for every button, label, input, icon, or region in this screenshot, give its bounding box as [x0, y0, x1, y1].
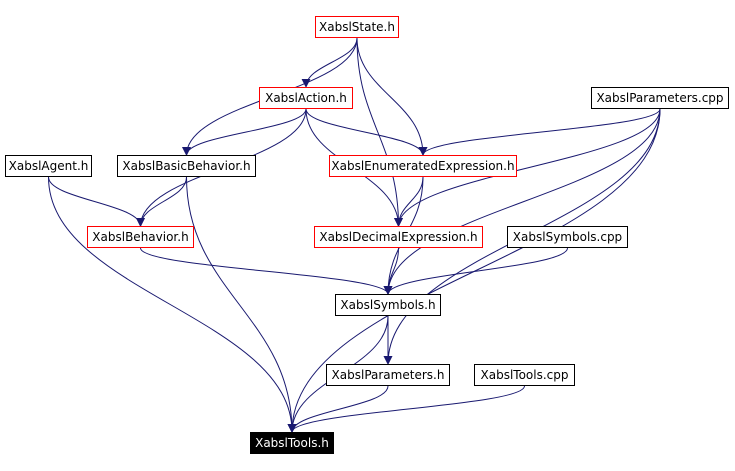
node-label: XabslState.h [319, 20, 395, 34]
edge-xabsl-agent-h-to-xabsl-behavior-h [48, 176, 145, 227]
node-xabsl-agent-h[interactable]: XabslAgent.h [5, 155, 92, 177]
edge-xabsl-tools-cpp-to-xabsl-tools-h [287, 385, 525, 433]
edge-xabsl-parameters-cpp-to-xabsl-enumerated-expression-h [418, 108, 661, 156]
edge-xabsl-enumerated-expression-h-to-xabsl-decimal-expression-h [394, 176, 424, 227]
node-xabsl-decimal-expression-h[interactable]: XabslDecimalExpression.h [314, 226, 483, 248]
edge-xabsl-parameters-cpp-to-xabsl-symbols-h [383, 108, 661, 295]
node-label: XabslDecimalExpression.h [319, 230, 478, 244]
node-xabsl-enumerated-expression-h[interactable]: XabslEnumeratedExpression.h [329, 155, 517, 177]
node-xabsl-symbols-cpp[interactable]: XabslSymbols.cpp [507, 226, 628, 248]
node-xabsl-tools-cpp[interactable]: XabslTools.cpp [474, 364, 575, 386]
node-label: XabslBehavior.h [92, 230, 189, 244]
node-label: XabslAction.h [265, 91, 347, 105]
edge-xabsl-parameters-cpp-to-xabsl-tools-h [287, 108, 661, 433]
node-label: XabslSymbols.h [340, 298, 436, 312]
node-label: XabslAgent.h [8, 159, 89, 173]
node-label: XabslSymbols.cpp [512, 230, 623, 244]
node-xabsl-parameters-cpp[interactable]: XabslParameters.cpp [591, 87, 729, 109]
node-xabsl-action-h[interactable]: XabslAction.h [259, 87, 353, 109]
node-xabsl-parameters-h[interactable]: XabslParameters.h [326, 364, 450, 386]
node-label: XabslEnumeratedExpression.h [331, 159, 515, 173]
edge-xabsl-basic-behavior-h-to-xabsl-behavior-h [136, 176, 187, 227]
edge-xabsl-state-h-to-xabsl-enumerated-expression-h [356, 37, 428, 156]
edge-xabsl-parameters-cpp-to-xabsl-decimal-expression-h [394, 108, 661, 227]
edge-xabsl-parameters-h-to-xabsl-tools-h [287, 385, 389, 433]
edge-xabsl-action-h-to-xabsl-enumerated-expression-h [305, 108, 428, 156]
node-label: XabslTools.h [255, 436, 329, 450]
edge-xabsl-behavior-h-to-xabsl-symbols-h [140, 247, 393, 295]
node-xabsl-basic-behavior-h[interactable]: XabslBasicBehavior.h [117, 155, 256, 177]
node-xabsl-behavior-h[interactable]: XabslBehavior.h [87, 226, 194, 248]
node-label: XabslParameters.h [331, 368, 445, 382]
edge-xabsl-decimal-expression-h-to-xabsl-symbols-h [383, 247, 399, 295]
node-xabsl-symbols-h[interactable]: XabslSymbols.h [335, 294, 441, 316]
edge-xabsl-state-h-to-xabsl-decimal-expression-h [356, 37, 403, 227]
edge-xabsl-action-h-to-xabsl-basic-behavior-h [182, 108, 307, 156]
edge-xabsl-state-h-to-xabsl-action-h [301, 37, 358, 88]
node-xabsl-state-h[interactable]: XabslState.h [315, 16, 399, 38]
node-label: XabslBasicBehavior.h [122, 159, 251, 173]
edge-xabsl-agent-h-to-xabsl-tools-h [48, 176, 297, 433]
edge-xabsl-basic-behavior-h-to-xabsl-tools-h [186, 176, 297, 433]
node-label: XabslParameters.cpp [596, 91, 724, 105]
edge-xabsl-symbols-cpp-to-xabsl-symbols-h [383, 247, 568, 295]
node-xabsl-tools-h[interactable]: XabslTools.h [250, 432, 334, 454]
node-label: XabslTools.cpp [480, 368, 569, 382]
